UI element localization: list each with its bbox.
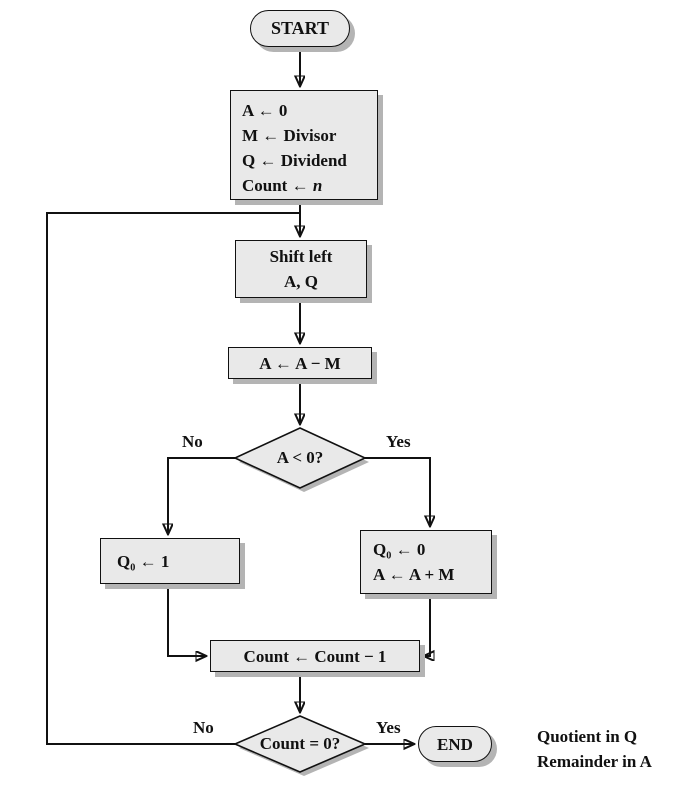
decision-count-zero-shape (232, 715, 369, 776)
set-q1-label: Q₀ ← 1 (117, 552, 170, 571)
init-node: A ← 0 M ← Divisor Q ← Dividend Count ← n (230, 90, 378, 200)
shift-line1: Shift left (269, 247, 333, 266)
start-node: START (250, 10, 350, 47)
decision-a-negative-yes-label: Yes (386, 432, 411, 451)
init-count-var: n (312, 176, 323, 195)
result-note: Quotient in Q Remainder in A (537, 724, 652, 774)
decrement-label: Count ← Count − 1 (243, 646, 387, 666)
start-label: START (270, 18, 330, 38)
set-q1-node: Q₀ ← 1 (100, 538, 240, 584)
set-q0-node: Q₀ ← 0 A ← A + M (360, 530, 492, 594)
result-note-line1: Quotient in Q (537, 727, 638, 746)
arrow-q0-to-decrement (425, 594, 430, 656)
shift-left-node: Shift left A, Q (235, 240, 367, 298)
branch-yes-to-q0 (365, 457, 430, 525)
decrement-node: Count ← Count − 1 (210, 640, 420, 672)
subtract-node: A ← A − M (228, 347, 372, 379)
decision-count-zero-yes-label: Yes (376, 718, 401, 737)
set-q0-line2: A ← A + M (373, 565, 455, 584)
decision-a-negative-label: A < 0? (276, 448, 324, 467)
arrow-q1-to-decrement (167, 584, 205, 656)
end-node: END (418, 726, 492, 762)
decision-count-zero-diamond (232, 715, 368, 773)
shift-line2: A, Q (284, 272, 318, 291)
decision-a-negative-shape (233, 427, 369, 492)
set-q0-line1: Q₀ ← 0 (373, 540, 426, 559)
init-line-q: Q ← Dividend (242, 151, 347, 170)
feedback-loop-line (46, 212, 300, 745)
init-line-count: Count ← n (242, 173, 373, 198)
decision-count-zero-label: Count = 0? (259, 734, 341, 753)
end-label: END (437, 734, 473, 754)
decision-count-zero-no-label: No (193, 718, 214, 737)
subtract-label: A ← A − M (259, 353, 341, 373)
decision-a-negative-no-label: No (182, 432, 203, 451)
decision-a-negative-diamond (233, 427, 367, 489)
branch-no-to-q1 (168, 457, 235, 533)
init-line-m: M ← Divisor (242, 126, 337, 145)
init-count-prefix: Count ← (242, 176, 313, 195)
init-line-a: A ← 0 (242, 101, 288, 120)
result-note-line2: Remainder in A (537, 752, 652, 771)
